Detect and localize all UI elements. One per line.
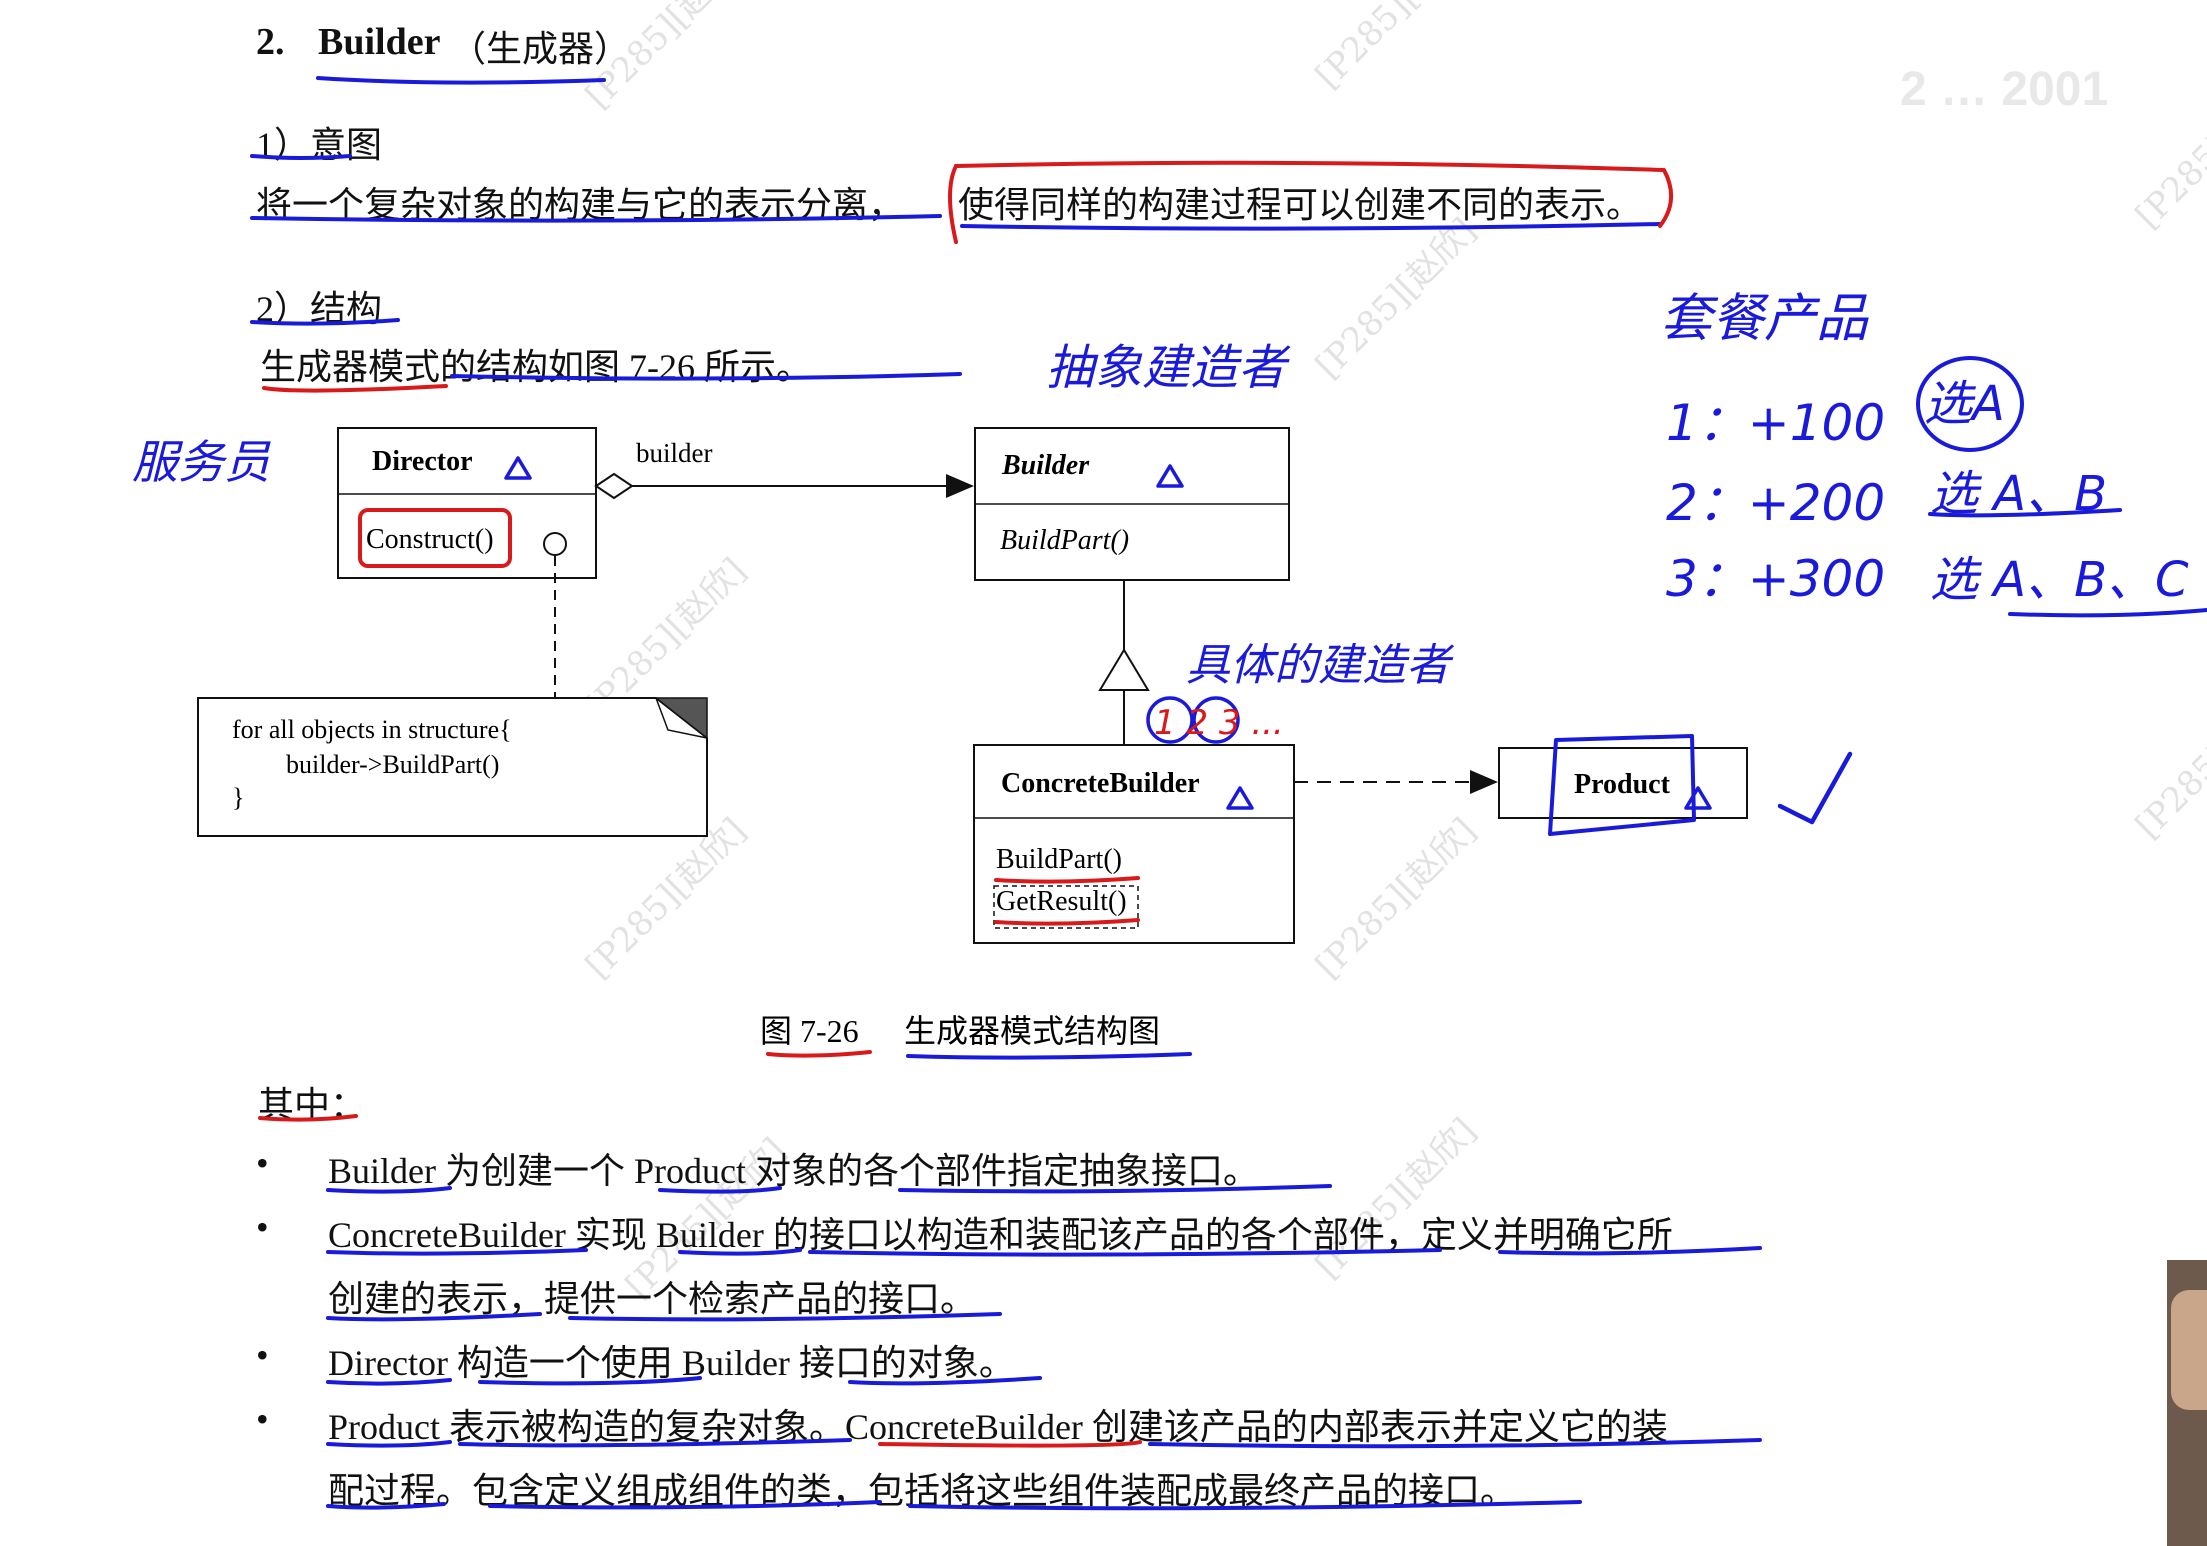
desc-product: Product 表示被构造的复杂对象。ConcreteBuilder 创建该产品… bbox=[328, 1398, 1668, 1450]
builder-role-label: builder bbox=[636, 438, 712, 468]
director-class-name: Director bbox=[372, 446, 473, 477]
desc-product-cont: 配过程。包含定义组成组件的类，包括将这些组件装配成最终产品的接口。 bbox=[328, 1462, 1516, 1514]
builder-buildpart-method: BuildPart() bbox=[1000, 525, 1129, 556]
presenter-face bbox=[2171, 1290, 2207, 1410]
bullet-marker: • bbox=[256, 1142, 269, 1184]
note-line-2: builder->BuildPart() bbox=[286, 750, 499, 779]
desc-concrete-builder: ConcreteBuilder 实现 Builder 的接口以构造和装配该产品的… bbox=[328, 1206, 1673, 1258]
desc-director: Director 构造一个使用 Builder 接口的对象。 bbox=[328, 1334, 1015, 1386]
note-anchor-circle bbox=[544, 533, 566, 555]
bullet-marker: • bbox=[256, 1334, 269, 1376]
concrete-buildpart-method: BuildPart() bbox=[996, 844, 1122, 875]
bullet-marker: • bbox=[256, 1398, 269, 1440]
bullet-marker: • bbox=[256, 1206, 269, 1248]
aggregation-diamond bbox=[596, 474, 632, 498]
desc-builder: Builder 为创建一个 Product 对象的各个部件指定抽象接口。 bbox=[328, 1142, 1259, 1194]
concrete-builder-class-name: ConcreteBuilder bbox=[1001, 768, 1200, 799]
builder-class-name: Builder bbox=[1001, 450, 1090, 481]
figure-caption-number: 图 7-26 bbox=[760, 1013, 859, 1049]
director-construct-method: Construct() bbox=[366, 524, 494, 555]
inheritance-triangle bbox=[1100, 650, 1148, 690]
webcam-overlay bbox=[2167, 1260, 2207, 1546]
product-class-name: Product bbox=[1574, 769, 1671, 800]
note-line-3: } bbox=[232, 783, 244, 812]
concrete-getresult-method: GetResult() bbox=[996, 886, 1127, 917]
note-line-1: for all objects in structure{ bbox=[232, 715, 512, 744]
figure-caption-title: 生成器模式结构图 bbox=[904, 1013, 1160, 1049]
desc-concrete-builder-cont: 创建的表示，提供一个检索产品的接口。 bbox=[328, 1270, 976, 1322]
where-heading: 其中： bbox=[258, 1076, 366, 1128]
